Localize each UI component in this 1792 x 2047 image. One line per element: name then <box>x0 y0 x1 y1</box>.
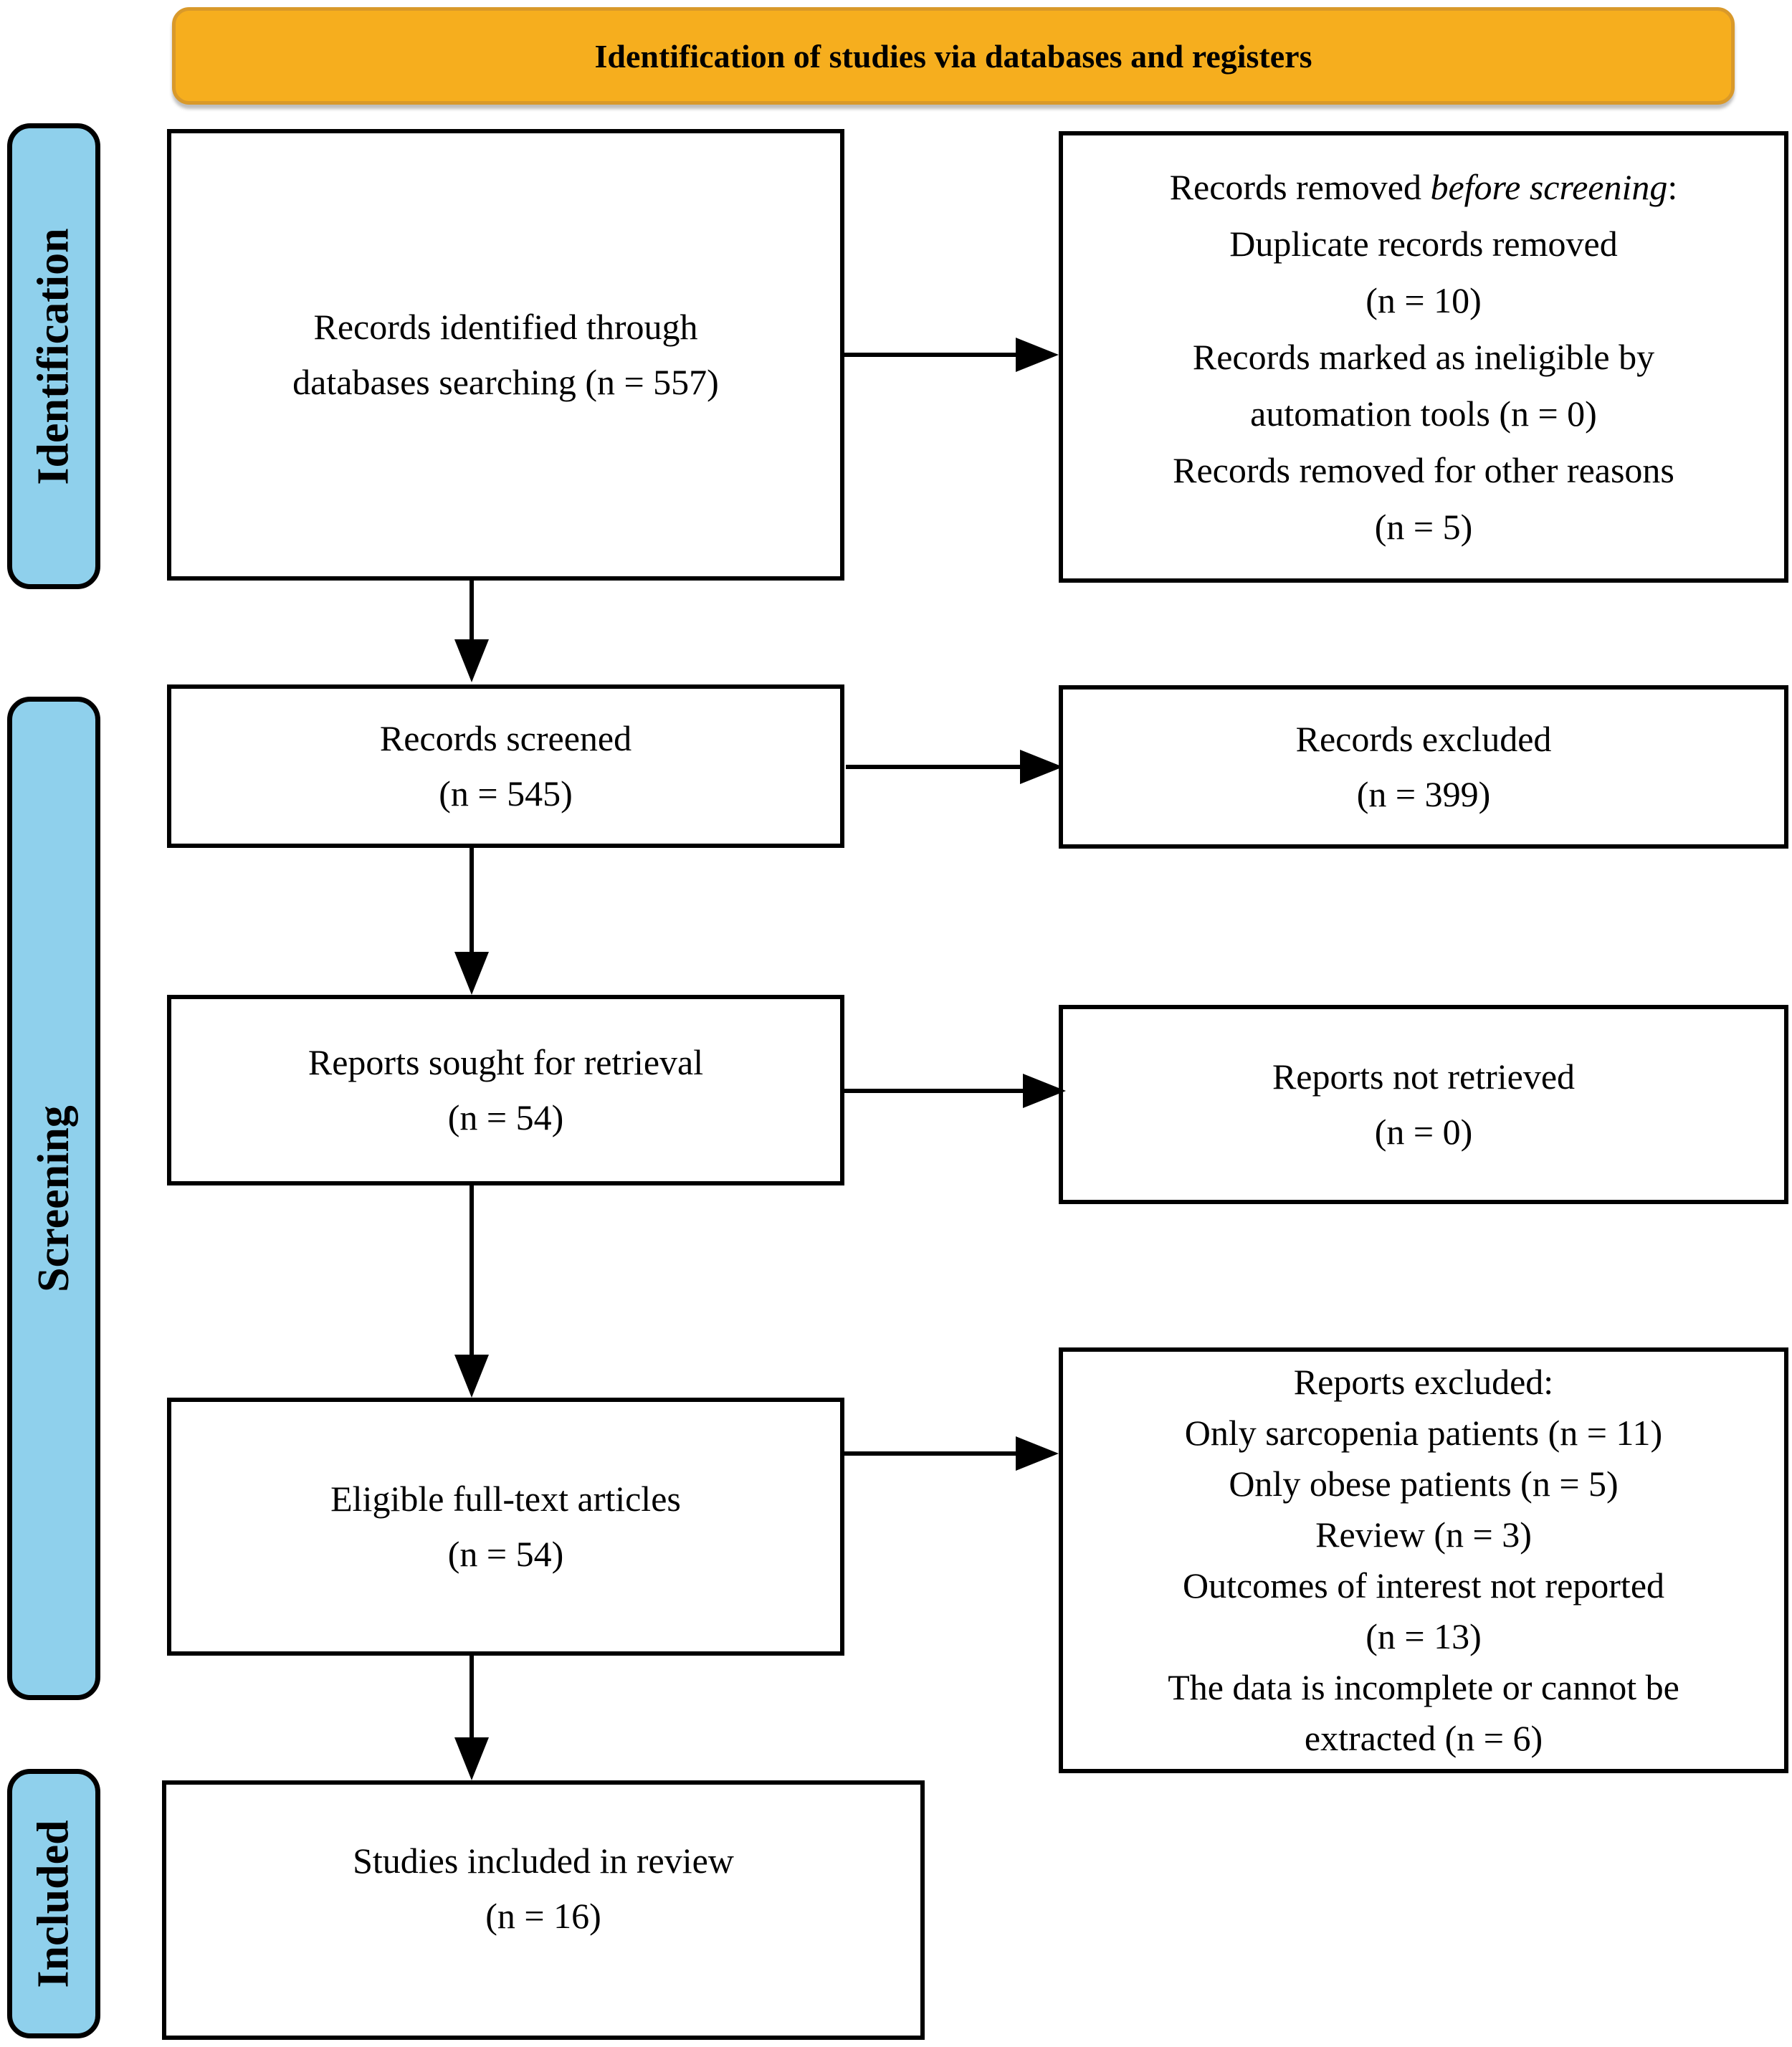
removed-line: (n = 5) <box>1374 506 1473 547</box>
arrow-down-shaft <box>470 1656 474 1737</box>
arrow-down-icon <box>454 639 489 682</box>
box-records-screened: Records screened (n = 545) <box>167 684 844 848</box>
box-records-excluded-count: (n = 399) <box>1356 774 1491 814</box>
removed-title-italic: before screening <box>1430 166 1668 207</box>
arrow-down-shaft <box>470 848 474 952</box>
arrow-right-icon <box>1016 338 1059 372</box>
arrow-down-icon <box>454 952 489 995</box>
removed-line: Duplicate records removed <box>1229 223 1618 264</box>
box-records-excluded-line: Records excluded <box>1295 718 1552 759</box>
reports-excluded-line: The data is incomplete or cannot be <box>1168 1667 1679 1707</box>
arrow-down-shaft <box>470 1185 474 1355</box>
box-reports-not-retrieved: Reports not retrieved (n = 0) <box>1059 1005 1788 1204</box>
stage-label-identification: Identification <box>7 123 100 589</box>
removed-title-prefix: Records removed <box>1169 166 1431 207</box>
reports-excluded-line: extracted (n = 6) <box>1304 1718 1543 1758</box>
removed-line: Records marked as ineligible by <box>1192 336 1655 377</box>
box-records-excluded: Records excluded (n = 399) <box>1059 685 1788 849</box>
stage-label-screening: Screening <box>7 697 100 1700</box>
reports-excluded-line: Review (n = 3) <box>1315 1514 1532 1555</box>
arrow-right-shaft <box>844 1451 1016 1456</box>
arrow-right-icon <box>1016 1436 1059 1471</box>
reports-excluded-line: Only sarcopenia patients (n = 11) <box>1184 1413 1663 1453</box>
arrow-down-shaft <box>470 581 474 639</box>
header-banner: Identification of studies via databases … <box>172 7 1735 105</box>
box-studies-included: Studies included in review (n = 16) <box>162 1780 925 2040</box>
box-eligible-fulltext: Eligible full-text articles (n = 54) <box>167 1398 844 1656</box>
stage-label-included: Included <box>7 1769 100 2038</box>
removed-line: (n = 10) <box>1366 280 1482 320</box>
box-reports-sought: Reports sought for retrieval (n = 54) <box>167 995 844 1185</box>
stage-label-screening-text: Screening <box>29 1104 78 1292</box>
reports-excluded-line: Only obese patients (n = 5) <box>1229 1464 1619 1504</box>
box-reports-not-retrieved-line: Reports not retrieved <box>1272 1056 1576 1097</box>
removed-title-suffix: : <box>1667 166 1678 207</box>
box-reports-not-retrieved-count: (n = 0) <box>1374 1112 1473 1152</box>
box-studies-included-line: Studies included in review <box>353 1840 734 1881</box>
box-records-removed-title: Records removed before screening: <box>1170 159 1678 216</box>
diagram-title: Identification of studies via databases … <box>594 37 1312 75</box>
arrow-right-icon <box>1023 1074 1066 1108</box>
box-records-identified-count: databases searching (n = 557) <box>292 362 719 402</box>
box-reports-sought-line: Reports sought for retrieval <box>308 1041 704 1082</box>
arrow-right-shaft <box>846 765 1020 769</box>
arrow-down-icon <box>454 1355 489 1398</box>
box-reports-excluded: Reports excluded: Only sarcopenia patien… <box>1059 1347 1788 1773</box>
reports-excluded-line: Reports excluded: <box>1293 1362 1554 1402</box>
removed-line: automation tools (n = 0) <box>1250 393 1597 434</box>
box-eligible-fulltext-count: (n = 54) <box>447 1534 564 1574</box>
arrow-right-shaft <box>844 353 1016 357</box>
arrow-down-icon <box>454 1737 489 1780</box>
box-records-screened-count: (n = 545) <box>439 773 573 813</box>
box-studies-included-count: (n = 16) <box>485 1896 601 1936</box>
box-reports-sought-count: (n = 54) <box>447 1097 564 1137</box>
stage-label-identification-text: Identification <box>29 227 78 485</box>
box-records-identified: Records identified through databases sea… <box>167 129 844 581</box>
box-records-identified-line: Records identified through <box>313 306 698 347</box>
box-records-removed-before-screening: Records removed before screening: Duplic… <box>1059 131 1788 583</box>
reports-excluded-line: Outcomes of interest not reported <box>1182 1565 1665 1605</box>
box-eligible-fulltext-line: Eligible full-text articles <box>330 1478 681 1519</box>
reports-excluded-line: (n = 13) <box>1366 1616 1482 1656</box>
arrow-right-icon <box>1020 750 1063 784</box>
removed-line: Records removed for other reasons <box>1173 449 1674 490</box>
arrow-right-shaft <box>844 1089 1023 1093</box>
box-records-screened-line: Records screened <box>379 717 632 758</box>
stage-label-included-text: Included <box>29 1819 78 1988</box>
